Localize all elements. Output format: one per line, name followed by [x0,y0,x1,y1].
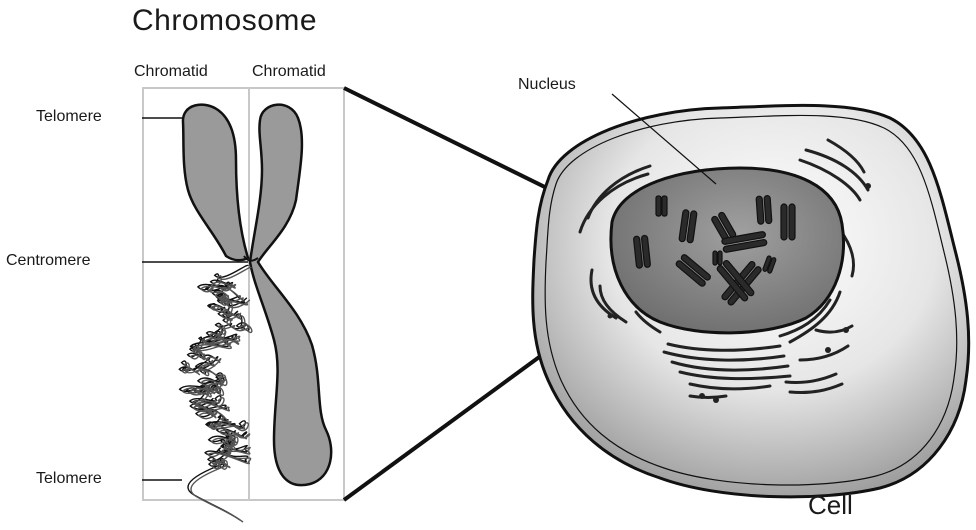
chromatid-left-arm [183,105,248,261]
dna-coil [179,265,251,522]
chromatid-right-label: Chromatid [252,63,326,81]
centromere-label: Centromere [6,252,90,270]
telomere-bottom-label: Telomere [36,470,102,488]
nucleus-label: Nucleus [518,76,576,94]
chromatid-left-label: Chromatid [134,63,208,81]
dna-strand-shadow [182,267,251,522]
chromosome-title: Chromosome [132,4,317,38]
cell-label: Cell [808,490,853,521]
telomere-top-label: Telomere [36,108,102,126]
chromatid-right [250,105,331,485]
